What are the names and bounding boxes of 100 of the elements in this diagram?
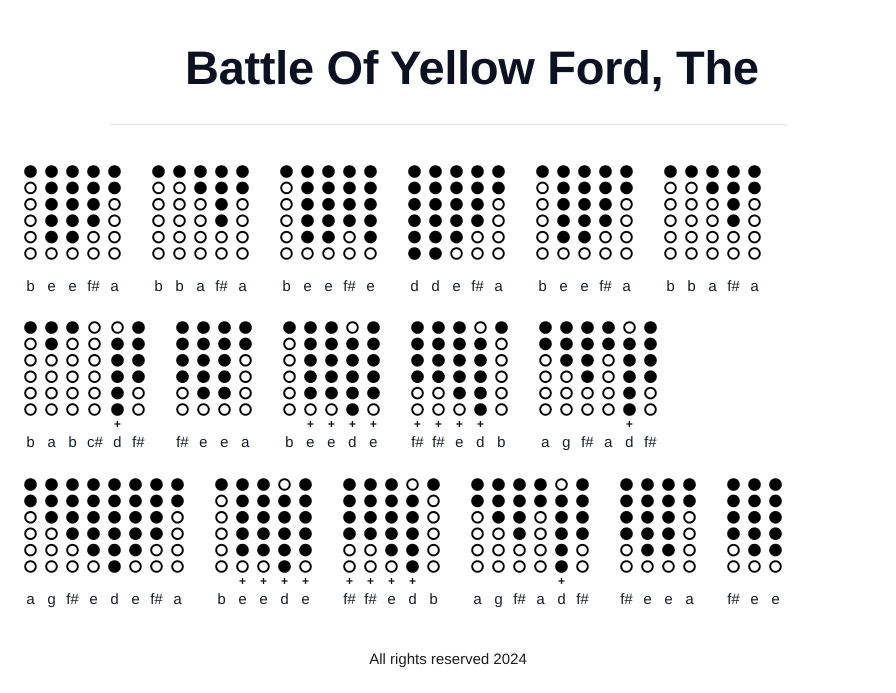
note-name: e — [664, 591, 673, 609]
note-name: e — [238, 591, 247, 609]
note-name: b — [497, 434, 506, 452]
note-name: a — [541, 434, 550, 452]
note-name: e — [369, 434, 378, 452]
note-name: e — [750, 591, 759, 609]
note-name: a — [685, 591, 694, 609]
note-name: b — [68, 434, 77, 452]
page-title: Battle Of Yellow Ford, The — [185, 40, 759, 96]
plus-sign: + — [434, 418, 442, 430]
note-name: f# — [411, 434, 424, 452]
note-name: f# — [471, 278, 484, 296]
plus-sign: + — [238, 575, 246, 587]
plus-sign: + — [280, 575, 288, 587]
plus-sign: + — [346, 575, 353, 587]
note-name: b — [282, 278, 291, 296]
note-name: a — [238, 278, 247, 296]
note-name: f# — [576, 591, 589, 609]
note-name: e — [131, 591, 140, 609]
note-name: b — [26, 278, 35, 296]
note-name: f# — [364, 591, 377, 609]
plus-sign: + — [114, 418, 121, 430]
note-name: f# — [87, 278, 100, 296]
note-name: a — [47, 434, 56, 452]
note-name: e — [324, 278, 333, 296]
note-name: f# — [620, 591, 633, 609]
note-name: d — [280, 591, 289, 609]
note-name: e — [301, 591, 310, 609]
note-name: d — [625, 434, 634, 452]
note-name: a — [494, 278, 503, 296]
plus-sign: + — [260, 575, 267, 587]
note-name: b — [429, 591, 438, 609]
footer-text: All rights reserved 2024 — [369, 651, 527, 668]
plus-sign: + — [302, 575, 309, 587]
note-name: d — [557, 591, 566, 609]
plus-sign: + — [408, 575, 416, 587]
note-name: f# — [599, 278, 612, 296]
plus-sign: + — [370, 418, 377, 430]
note-name: e — [559, 278, 568, 296]
note-name: d — [348, 434, 357, 452]
note-name: g — [47, 591, 56, 609]
plus-sign: + — [558, 575, 565, 587]
note-name: e — [327, 434, 336, 452]
note-name: a — [26, 591, 35, 609]
note-name: f# — [66, 591, 79, 609]
plus-sign: + — [328, 418, 335, 430]
note-name: a — [708, 278, 717, 296]
note-name: e — [643, 591, 652, 609]
note-name: f# — [581, 434, 594, 452]
note-name: b — [217, 591, 226, 609]
note-name: e — [455, 434, 464, 452]
note-name: b — [285, 434, 294, 452]
note-name: b — [154, 278, 163, 296]
note-name: a — [750, 278, 759, 296]
note-name: a — [473, 591, 482, 609]
note-name: b — [538, 278, 547, 296]
note-name: f# — [343, 278, 356, 296]
note-name: e — [366, 278, 375, 296]
note-name: f# — [343, 591, 356, 609]
note-name: f# — [132, 434, 145, 452]
plus-sign: + — [626, 418, 633, 430]
note-name: f# — [727, 591, 740, 609]
note-name: f# — [150, 591, 163, 609]
note-name: e — [89, 591, 98, 609]
note-name: f# — [432, 434, 445, 452]
note-name: a — [241, 434, 250, 452]
note-name: g — [494, 591, 503, 609]
note-name: a — [536, 591, 545, 609]
note-name: f# — [727, 278, 740, 296]
note-name: e — [303, 278, 312, 296]
note-name: e — [452, 278, 461, 296]
note-name: f# — [513, 591, 526, 609]
note-name: d — [113, 434, 122, 452]
note-name: f# — [644, 434, 657, 452]
note-name: c# — [87, 434, 103, 452]
note-name: a — [604, 434, 613, 452]
note-name: e — [387, 591, 396, 609]
note-name: e — [47, 278, 56, 296]
note-name: e — [220, 434, 229, 452]
note-name: a — [173, 591, 182, 609]
note-name: e — [199, 434, 208, 452]
note-name: e — [580, 278, 589, 296]
note-name: d — [431, 278, 440, 296]
note-name: b — [175, 278, 184, 296]
note-name: g — [562, 434, 571, 452]
note-name: b — [687, 278, 696, 296]
note-name: e — [259, 591, 268, 609]
plus-sign: + — [476, 418, 484, 430]
note-name: a — [196, 278, 205, 296]
note-name: f# — [215, 278, 228, 296]
note-name: b — [26, 434, 35, 452]
note-name: a — [110, 278, 119, 296]
plus-sign: + — [456, 418, 463, 430]
plus-sign: + — [366, 575, 374, 587]
plus-sign: + — [348, 418, 356, 430]
note-name: b — [666, 278, 675, 296]
note-name: e — [306, 434, 315, 452]
plus-sign: + — [414, 418, 421, 430]
note-name: d — [410, 278, 419, 296]
note-name: e — [771, 591, 780, 609]
